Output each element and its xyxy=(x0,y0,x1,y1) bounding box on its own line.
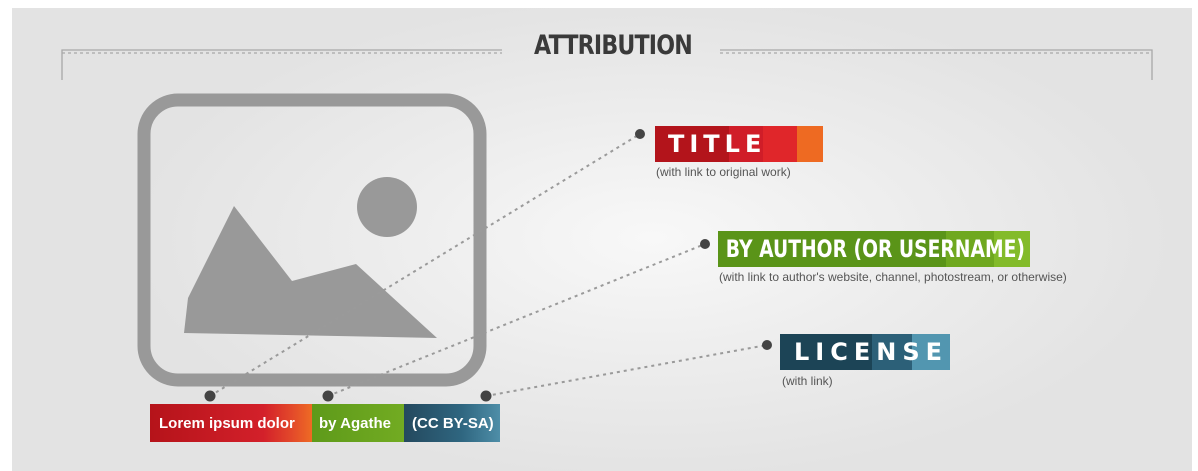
title-dot-end xyxy=(635,129,645,139)
author-callout-label: BY AUTHOR (OR USERNAME) xyxy=(725,235,1025,263)
author-callout-caption: (with link to author's website, channel,… xyxy=(719,270,1067,284)
heading-divider-right xyxy=(720,49,1153,80)
connector-dots xyxy=(204,129,772,402)
title-callout-caption: (with link to original work) xyxy=(656,165,791,179)
license-connector xyxy=(485,344,768,397)
attribution-author-link[interactable]: by Agathe xyxy=(312,404,404,442)
attribution-license-link[interactable]: (CC BY-SA) xyxy=(404,404,500,442)
title-callout-label: TITLE xyxy=(668,130,767,158)
mountain-shape xyxy=(184,206,437,338)
attribution-title-link[interactable]: Lorem ipsum dolor xyxy=(150,404,312,442)
heading-divider-left xyxy=(61,49,502,80)
sun-shape xyxy=(357,177,417,237)
license-callout-caption: (with link) xyxy=(782,374,833,388)
license-dot-end xyxy=(762,340,772,350)
license-dot-start xyxy=(480,390,492,402)
attribution-diagram: ATTRIBUTION TITLE (with link to original… xyxy=(12,8,1192,471)
license-callout: LICENSE xyxy=(780,334,950,370)
author-connector xyxy=(327,243,706,397)
heading-divider xyxy=(61,49,1153,80)
title-callout: TITLE xyxy=(655,126,823,162)
author-dot-start xyxy=(322,390,334,402)
author-dot-end xyxy=(700,239,710,249)
connectors xyxy=(209,133,768,397)
diagram-graphics xyxy=(61,49,1153,402)
author-callout: BY AUTHOR (OR USERNAME) xyxy=(718,231,1030,267)
license-callout-label: LICENSE xyxy=(794,338,948,366)
image-placeholder-icon xyxy=(137,93,487,387)
diagram-title: ATTRIBUTION xyxy=(534,30,693,61)
attribution-example-bar: Lorem ipsum dolor by Agathe (CC BY-SA) xyxy=(150,404,500,442)
title-dot-start xyxy=(204,390,216,402)
